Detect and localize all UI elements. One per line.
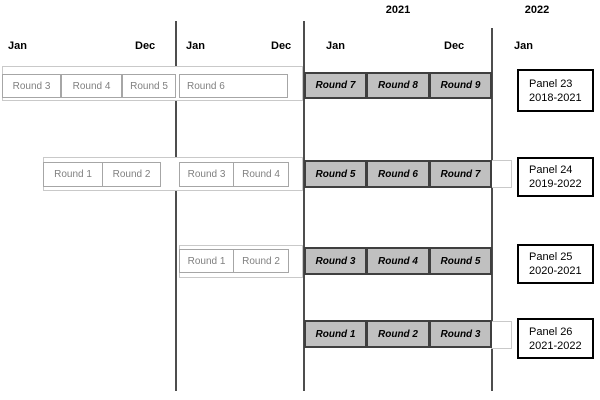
panel-25-round-box: Round 1	[179, 249, 234, 273]
panel-24-round-box: Round 6	[366, 160, 430, 188]
panel-25-name: Panel 25	[529, 251, 573, 263]
panel-24-round-box: Round 4	[233, 162, 289, 187]
panel-23-years: 2018-2021	[529, 91, 582, 104]
panel-25-round-box: Round 3	[304, 247, 367, 275]
panel-26-round-box: Round 1	[304, 320, 367, 348]
panel-24-years: 2019-2022	[529, 178, 582, 190]
month-label: Jan	[186, 40, 205, 52]
panel-23-round-box: Round 7	[304, 72, 367, 99]
month-label: Dec	[135, 40, 156, 52]
month-label: Dec	[444, 40, 465, 52]
year-label: 2021	[385, 4, 411, 16]
panel-23-round-box: Round 8	[366, 72, 430, 99]
panel-25-years: 2020-2021	[529, 265, 582, 277]
month-label: Jan	[8, 40, 27, 52]
panel-25-label-box: Panel 25 2020-2021	[517, 244, 594, 284]
panel-26-round-box: Round 2	[366, 320, 430, 348]
panel-26-period-bar	[491, 321, 512, 349]
month-label: Dec	[271, 40, 292, 52]
year-label: 2022	[524, 4, 550, 16]
year-divider-line	[303, 21, 305, 391]
panel-23-name: Panel 23	[529, 77, 573, 90]
panel-24-period-bar	[491, 160, 512, 188]
panel-26-years: 2021-2022	[529, 339, 582, 352]
panel-25-round-box: Round 2	[233, 249, 289, 273]
panel-23-round-box: Round 3	[2, 74, 61, 98]
month-label: Jan	[326, 40, 345, 52]
month-label: Jan	[514, 40, 533, 52]
panel-24-round-box: Round 5	[304, 160, 367, 188]
panel-24-round-box: Round 7	[429, 160, 492, 188]
panel-23-round-box: Round 5	[122, 74, 176, 98]
panel-25-round-box: Round 5	[429, 247, 492, 275]
panel-26-round-box: Round 3	[429, 320, 492, 348]
panel-23-round-box: Round 6	[179, 74, 288, 98]
panel-24-round-box: Round 3	[179, 162, 234, 187]
panel-24-label-box: Panel 24 2019-2022	[517, 157, 594, 197]
panel-26-name: Panel 26	[529, 325, 573, 338]
panel-24-round-box: Round 2	[102, 162, 161, 187]
panel-23-round-box: Round 4	[61, 74, 122, 98]
panel-25-round-box: Round 4	[366, 247, 430, 275]
panel-24-name: Panel 24	[529, 164, 573, 176]
panel-23-round-box: Round 9	[429, 72, 492, 99]
year-divider-line	[175, 21, 177, 391]
year-divider-line	[491, 28, 493, 391]
panel-24-round-box: Round 1	[43, 162, 103, 187]
